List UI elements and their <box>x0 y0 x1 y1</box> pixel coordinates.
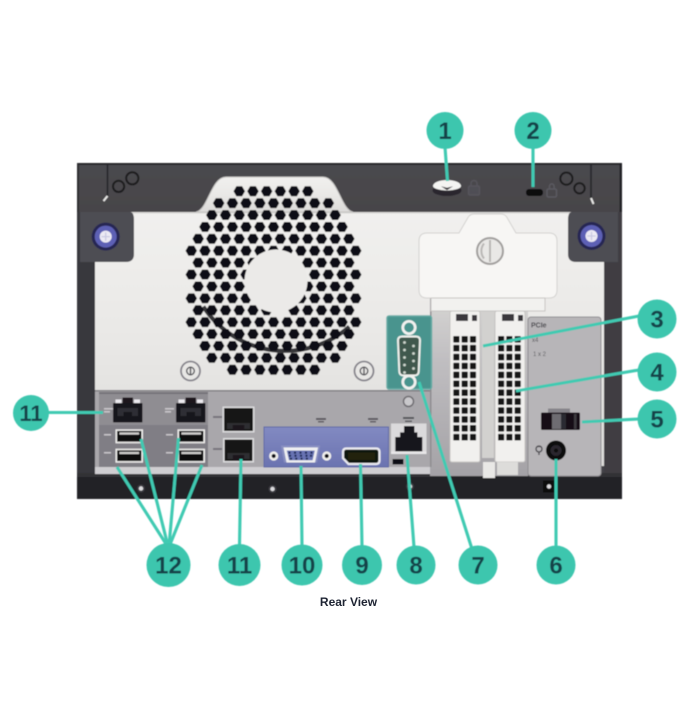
svg-text:11: 11 <box>19 401 42 426</box>
svg-text:11: 11 <box>227 553 252 580</box>
svg-text:8: 8 <box>409 553 422 580</box>
svg-text:2: 2 <box>526 118 539 145</box>
svg-text:Rear View: Rear View <box>320 595 378 609</box>
svg-text:4: 4 <box>650 360 664 387</box>
svg-text:7: 7 <box>471 553 484 580</box>
svg-text:10: 10 <box>289 553 316 580</box>
svg-text:3: 3 <box>650 307 663 334</box>
svg-text:1: 1 <box>438 118 451 145</box>
svg-text:x4: x4 <box>532 338 539 344</box>
svg-text:12: 12 <box>155 553 182 580</box>
svg-text:1 x 2: 1 x 2 <box>533 352 547 358</box>
svg-text:PCIe: PCIe <box>531 323 547 330</box>
svg-text:6: 6 <box>549 553 562 580</box>
svg-text:5: 5 <box>650 407 663 434</box>
svg-text:9: 9 <box>355 553 368 580</box>
